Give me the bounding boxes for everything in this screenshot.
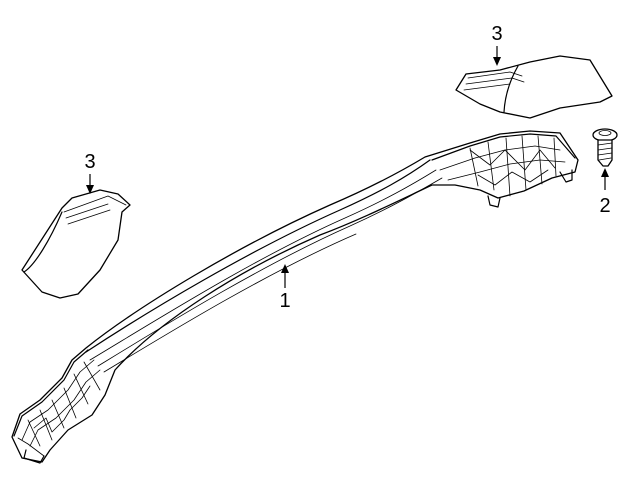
end-cover-right-part	[455, 55, 613, 119]
callout-screw: 2	[599, 168, 611, 217]
end-cover-left-part	[21, 189, 131, 299]
callout-number-cover-right: 3	[491, 23, 502, 45]
callout-number-rail: 1	[279, 290, 290, 312]
callout-cover-right: 3	[491, 23, 503, 66]
callout-rail: 1	[279, 264, 291, 312]
callout-cover-left: 3	[84, 151, 96, 194]
rail-rear-bracket	[431, 133, 576, 208]
rail-front-bracket	[13, 349, 101, 464]
roof-rail-part	[11, 130, 579, 464]
screw-part	[592, 128, 618, 167]
callout-number-screw: 2	[599, 195, 610, 217]
callout-number-cover-left: 3	[84, 151, 95, 173]
